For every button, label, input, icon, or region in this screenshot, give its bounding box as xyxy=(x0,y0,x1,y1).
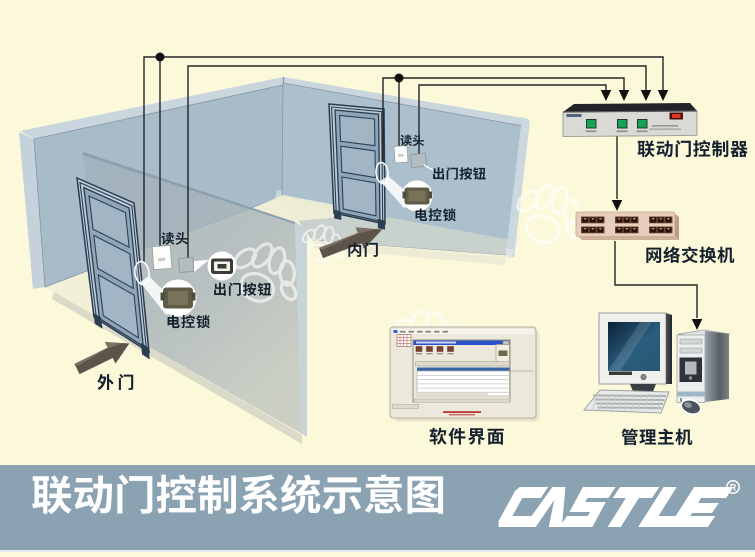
svg-text:R: R xyxy=(730,483,737,493)
